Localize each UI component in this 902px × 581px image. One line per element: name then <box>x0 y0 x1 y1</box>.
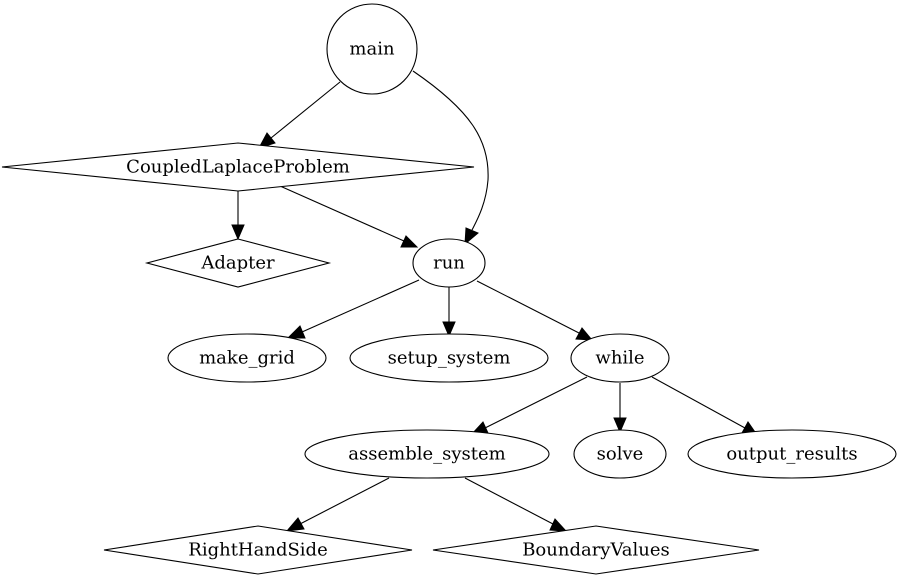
node-assemble-system-label: assemble_system <box>348 444 505 465</box>
node-boundary-values-label: BoundaryValues <box>522 540 670 561</box>
edge-coupled-run-arrow <box>400 235 419 248</box>
node-setup-system-shape <box>349 333 549 383</box>
edge-main-run <box>412 70 489 231</box>
node-coupled-laplace-problem-label: CoupledLaplaceProblem <box>126 157 350 178</box>
edges <box>231 70 759 532</box>
node-output-results-shape <box>687 429 897 479</box>
node-output-results-label: output_results <box>726 444 857 465</box>
node-coupled-laplace-problem: CoupledLaplaceProblem <box>1 142 475 192</box>
node-while-shape <box>570 333 670 383</box>
edge-while-output-results <box>651 376 746 429</box>
edge-run-setup-system-arrow <box>442 321 456 338</box>
nodes: main CoupledLaplaceProblem Adapter run m… <box>1 3 897 575</box>
node-solve-label: solve <box>597 444 644 465</box>
node-adapter: Adapter <box>144 238 332 288</box>
edge-run-make-grid-arrow <box>286 325 306 339</box>
node-make-grid-label: make_grid <box>199 348 295 369</box>
node-main-shape <box>326 3 418 95</box>
node-make-grid: make_grid <box>167 333 327 383</box>
node-boundary-values: BoundaryValues <box>432 525 760 575</box>
node-output-results: output_results <box>687 429 897 479</box>
node-boundary-values-shape <box>432 525 760 575</box>
node-setup-system-label: setup_system <box>388 348 511 369</box>
node-while: while <box>570 333 670 383</box>
node-main: main <box>326 3 418 95</box>
node-adapter-label: Adapter <box>200 253 275 274</box>
node-solve-shape <box>573 429 667 479</box>
node-assemble-system-shape <box>304 429 550 479</box>
edge-assemble-boundary-arrow <box>549 518 568 532</box>
node-while-label: while <box>595 348 644 369</box>
edge-while-assemble-system <box>484 376 588 429</box>
node-run-shape <box>412 238 486 288</box>
edge-main-coupled <box>270 81 341 139</box>
node-assemble-system: assemble_system <box>304 429 550 479</box>
edge-coupled-run <box>279 185 405 242</box>
edge-assemble-rhs-arrow <box>285 517 305 532</box>
node-right-hand-side-label: RightHandSide <box>188 540 327 561</box>
node-right-hand-side-shape <box>103 525 413 575</box>
edge-run-make-grid <box>301 279 420 333</box>
node-solve: solve <box>573 429 667 479</box>
edge-while-solve-arrow <box>613 417 627 434</box>
node-run-label: run <box>433 253 465 274</box>
edge-run-while-arrow <box>575 327 594 341</box>
node-run: run <box>412 238 486 288</box>
node-main-label: main <box>349 39 395 60</box>
node-setup-system: setup_system <box>349 333 549 383</box>
edge-assemble-rhs <box>299 477 390 525</box>
node-adapter-shape <box>144 238 332 288</box>
edge-main-run-arrow <box>464 227 479 246</box>
node-coupled-laplace-problem-shape <box>1 142 475 192</box>
node-right-hand-side: RightHandSide <box>103 525 413 575</box>
edge-run-while <box>476 280 580 334</box>
edge-coupled-adapter-arrow <box>231 224 245 241</box>
edge-assemble-boundary <box>464 477 554 525</box>
node-make-grid-shape <box>167 333 327 383</box>
